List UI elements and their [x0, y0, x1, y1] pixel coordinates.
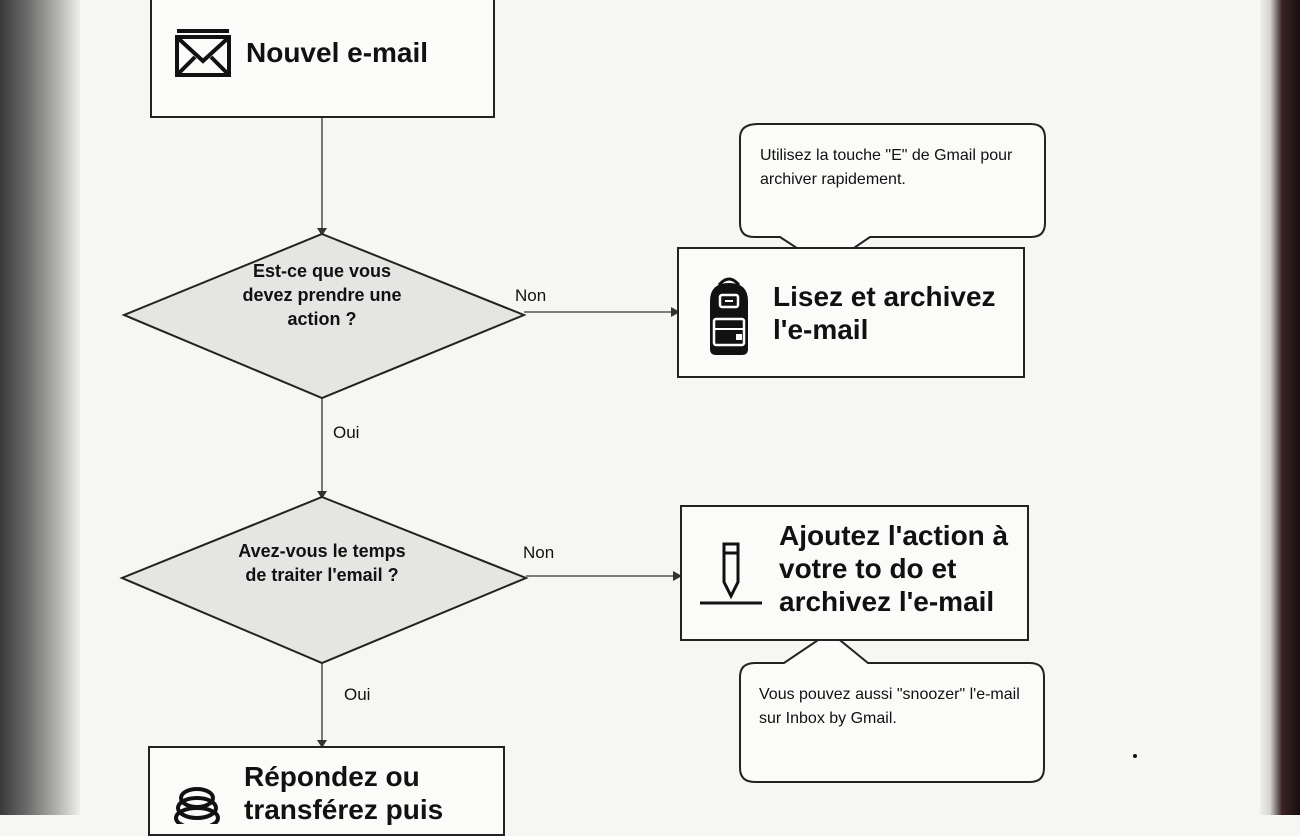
node-read-archive: Lisez et archivez l'e-mail: [677, 247, 1025, 378]
decision-time-label: Avez-vous le temps de traiter l'email ?: [238, 541, 406, 585]
book-right-edge: [1260, 0, 1300, 815]
envelope-icon: [175, 29, 231, 77]
node-reply-forward: Répondez ou transférez puis: [148, 746, 505, 836]
edge-label-time-no: Non: [523, 543, 555, 562]
backpack-icon: [710, 277, 748, 355]
node-add-todo: Ajoutez l'action à votre to do et archiv…: [680, 505, 1029, 641]
decision-diamond-action: [121, 232, 527, 400]
page-gutter-shadow: [0, 0, 80, 815]
arrowhead-action: [317, 228, 327, 236]
flowchart-connectors: [119, 118, 1046, 783]
node-new-email-label: Nouvel e-mail: [246, 37, 429, 68]
arrowhead-read-archive: [671, 307, 680, 317]
pencil-icon: [700, 542, 762, 605]
decision-action-label: Est-ce que vous devez prendre une action…: [242, 261, 402, 329]
arrowhead-reply: [317, 740, 327, 748]
decision-diamond-time: [119, 495, 529, 665]
edge-label-time-yes: Oui: [344, 685, 371, 704]
arrowhead-add-todo: [673, 571, 682, 581]
node-add-todo-label: Ajoutez l'action à votre to do et archiv…: [779, 520, 1009, 618]
node-read-archive-label: Lisez et archivez l'e-mail: [773, 281, 996, 346]
callout-bubble-snooze: [739, 630, 1045, 783]
arrowhead-time: [317, 491, 327, 499]
spring-icon: [174, 787, 220, 824]
callout-archive-text: Utilisez la touche "E" de Gmail pour arc…: [760, 147, 1013, 188]
node-new-email: Nouvel e-mail: [150, 0, 495, 118]
page-speck: [1133, 754, 1137, 758]
callout-snooze-text: Vous pouvez aussi "snoozer" l'e-mail sur…: [759, 686, 1020, 727]
node-reply-forward-label: Répondez ou transférez puis: [244, 761, 444, 826]
edge-label-action-no: Non: [515, 286, 547, 305]
edge-label-action-yes: Oui: [333, 423, 360, 442]
